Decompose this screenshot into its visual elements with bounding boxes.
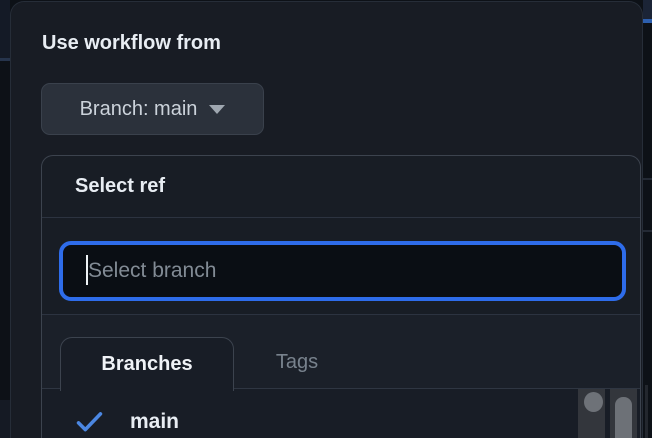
chevron-down-icon bbox=[209, 104, 226, 114]
page-scrollbar[interactable] bbox=[645, 385, 648, 438]
background-fragment bbox=[0, 58, 10, 61]
branch-list: main bbox=[42, 389, 640, 438]
panel-scrollbar-track[interactable] bbox=[610, 389, 637, 438]
use-workflow-from-heading: Use workflow from bbox=[42, 32, 221, 54]
text-cursor bbox=[86, 255, 88, 285]
tab-tags[interactable]: Tags bbox=[232, 337, 362, 387]
ref-search-section bbox=[42, 219, 640, 315]
check-icon bbox=[76, 412, 103, 432]
tab-branches-label: Branches bbox=[101, 353, 193, 375]
background-fragment bbox=[0, 0, 10, 58]
background-fragment bbox=[643, 0, 652, 19]
scrollbar-thumb[interactable] bbox=[615, 397, 632, 438]
background-fragment bbox=[643, 19, 652, 23]
branch-selector-button[interactable]: Branch: main bbox=[41, 83, 264, 135]
background-fragment bbox=[643, 178, 652, 180]
branch-list-item-main[interactable]: main bbox=[42, 401, 580, 438]
scrollbar-thumb[interactable] bbox=[584, 392, 603, 412]
branch-name: main bbox=[130, 410, 180, 433]
background-fragment bbox=[0, 400, 10, 438]
ref-selector-header: Select ref bbox=[42, 156, 640, 218]
background-fragment bbox=[643, 230, 652, 232]
list-scrollbar-track[interactable] bbox=[578, 389, 605, 438]
tab-tags-label: Tags bbox=[275, 350, 319, 373]
branch-search-input[interactable] bbox=[59, 241, 626, 301]
branch-button-label: Branch: main bbox=[79, 97, 198, 120]
select-ref-title: Select ref bbox=[75, 175, 166, 197]
tab-branches[interactable]: Branches bbox=[60, 337, 234, 391]
ref-selector-panel: Select ref Branches Tags main bbox=[41, 155, 641, 438]
